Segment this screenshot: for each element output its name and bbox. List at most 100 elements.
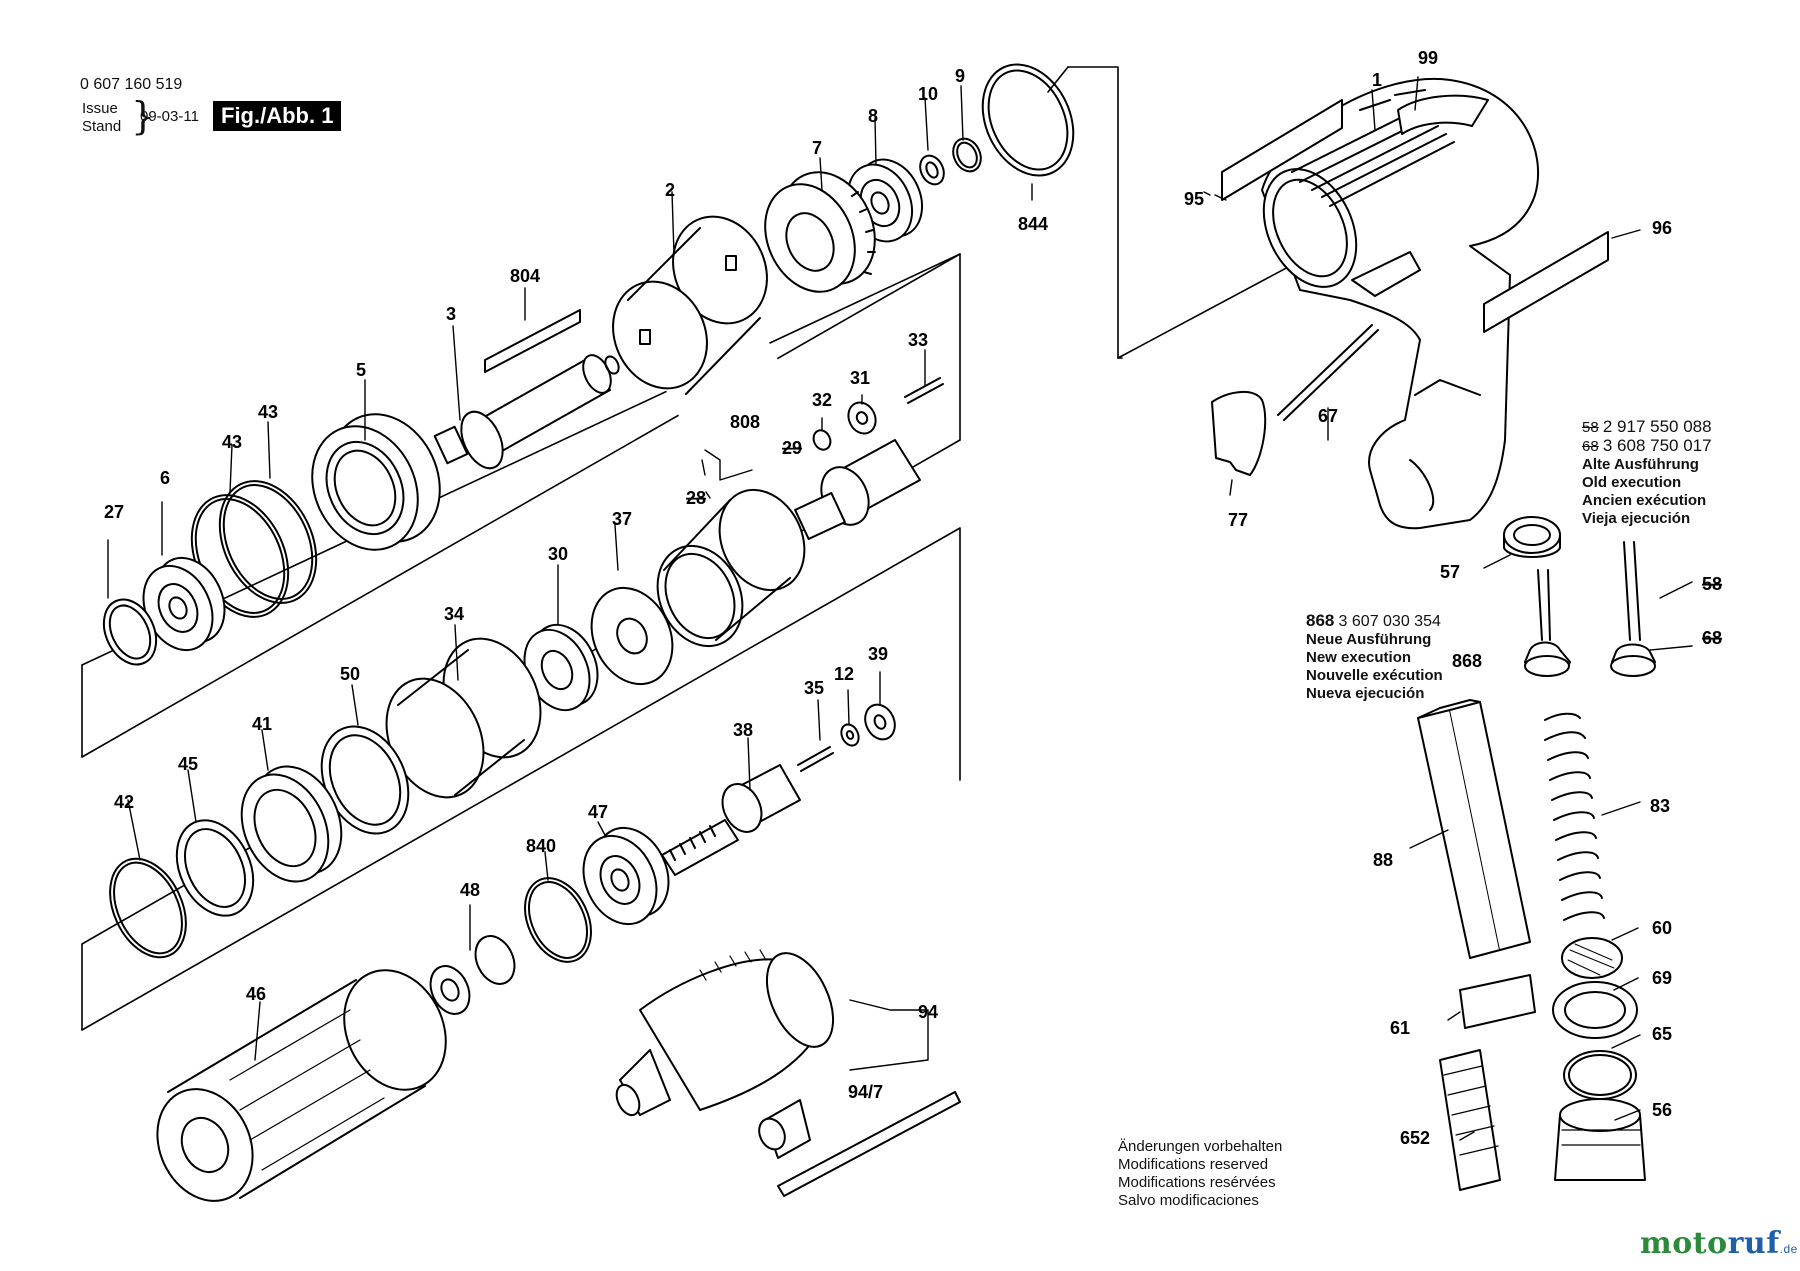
new-exec-en: New execution xyxy=(1306,649,1412,666)
seal-57 xyxy=(1503,516,1561,558)
modifications-note: Änderungen vorbehalten Modifications res… xyxy=(1118,1138,1282,1210)
planet-parts xyxy=(794,377,944,540)
part-label: 804 xyxy=(510,266,540,286)
part-label: 34 xyxy=(444,604,464,624)
old-exec-number-68: 3 608 750 017 xyxy=(1602,436,1712,455)
part-labels: 9919596677791088447280435434362733313280… xyxy=(104,48,1722,1148)
new-exec-ref: 868 xyxy=(1306,611,1335,630)
part-label: 43 xyxy=(222,432,242,452)
new-exec-number: 3 607 030 354 xyxy=(1338,613,1441,630)
rotor-3 xyxy=(433,354,620,470)
part-label: 58 xyxy=(1702,574,1722,594)
stand-label: Stand xyxy=(82,118,122,135)
washer-27 xyxy=(102,598,158,666)
o-ring-844 xyxy=(981,63,1075,177)
part-label: 41 xyxy=(252,714,272,734)
part-label: 48 xyxy=(460,880,480,900)
logo-part-1: moto xyxy=(1640,1226,1728,1261)
chuck-key-94-7 xyxy=(758,1091,961,1197)
document-number: 0 607 160 519 xyxy=(80,76,183,93)
block-61 xyxy=(1459,974,1536,1029)
old-exec-fr: Ancien exécution xyxy=(1582,492,1707,509)
washer-10 xyxy=(919,154,945,186)
part-label: 1 xyxy=(1372,70,1382,90)
o-ring-65 xyxy=(1563,1050,1637,1100)
o-ring-42 xyxy=(109,857,187,959)
part-label: 47 xyxy=(588,802,608,822)
washer-69 xyxy=(1552,981,1638,1039)
part-label: 67 xyxy=(1318,406,1338,426)
part-label: 45 xyxy=(178,754,198,774)
part-label: 42 xyxy=(114,792,134,812)
screen-60 xyxy=(1561,937,1623,979)
bearing-6 xyxy=(142,556,226,652)
ring-50 xyxy=(320,725,410,835)
part-label: 88 xyxy=(1373,850,1393,870)
part-label: 840 xyxy=(526,836,556,856)
part-label: 652 xyxy=(1400,1128,1430,1148)
part-label: 10 xyxy=(918,84,938,104)
part-label: 5 xyxy=(356,360,366,380)
part-label: 65 xyxy=(1652,1024,1672,1044)
old-execution-note: 58 2 917 550 088 68 3 608 750 017 Alte A… xyxy=(1582,418,1712,528)
logo-tld: .de xyxy=(1779,1242,1798,1256)
washer-37 xyxy=(590,586,674,686)
part-label: 96 xyxy=(1652,218,1672,238)
part-label: 69 xyxy=(1652,968,1672,988)
old-exec-de: Alte Ausführung xyxy=(1582,456,1699,473)
leader-lines xyxy=(107,76,1693,1141)
issue-stand-label: Issue Stand xyxy=(82,100,121,136)
part-label: 28 xyxy=(686,488,706,508)
part-label: 35 xyxy=(804,678,824,698)
old-exec-en: Old execution xyxy=(1582,474,1682,491)
part-label: 868 xyxy=(1452,651,1482,671)
housing xyxy=(1261,77,1540,530)
part-label: 3 xyxy=(446,304,456,324)
valve-old-58 xyxy=(1610,541,1656,677)
brace-glyph: } xyxy=(131,94,156,138)
spring-83 xyxy=(1544,712,1605,921)
logo-part-2: ruf xyxy=(1727,1226,1780,1261)
pin-67 xyxy=(1277,324,1379,421)
part-label: 27 xyxy=(104,502,124,522)
o-ring-840 xyxy=(524,877,592,963)
issue-date: 09-03-11 xyxy=(140,108,199,125)
cylinder-2 xyxy=(612,215,778,418)
ring-28 xyxy=(656,488,806,648)
modifications-fr: Modifications resérvées xyxy=(1118,1174,1276,1191)
new-exec-line: 868 3 607 030 354 xyxy=(1306,612,1443,631)
chuck-94 xyxy=(615,949,835,1117)
blade-804 xyxy=(484,309,581,373)
part-label: 7 xyxy=(812,138,822,158)
part-label: 9 xyxy=(955,66,965,86)
part-label: 94 xyxy=(918,1002,938,1022)
new-exec-de: Neue Ausführung xyxy=(1306,631,1432,648)
new-execution-note: 868 3 607 030 354 Neue Ausführung New ex… xyxy=(1306,612,1443,703)
modifications-es: Salvo modificaciones xyxy=(1118,1192,1259,1209)
part-label: 8 xyxy=(868,106,878,126)
part-label: 83 xyxy=(1650,796,1670,816)
sleeve-34 xyxy=(385,637,542,810)
old-exec-number-58: 2 917 550 088 xyxy=(1602,417,1712,436)
bearing-30 xyxy=(523,623,599,712)
part-label: 77 xyxy=(1228,510,1248,530)
plug-56 xyxy=(1554,1098,1646,1181)
ring-45 xyxy=(175,819,255,917)
o-rings-43 xyxy=(190,480,318,618)
part-label: 56 xyxy=(1652,1100,1672,1120)
modifications-en: Modifications reserved xyxy=(1118,1156,1269,1173)
part-label: 33 xyxy=(908,330,928,350)
silencer-88 xyxy=(1417,699,1531,959)
label-strips xyxy=(1221,94,1609,333)
spindle-parts xyxy=(661,703,896,876)
part-label: 32 xyxy=(812,390,832,410)
part-label: 2 xyxy=(665,180,675,200)
ring-gear-5 xyxy=(311,413,441,551)
part-label: 61 xyxy=(1390,1018,1410,1038)
circlip-9 xyxy=(952,137,982,173)
part-label: 99 xyxy=(1418,48,1438,68)
old-exec-line-1: 58 2 917 550 088 xyxy=(1582,418,1712,437)
bushing-48 xyxy=(429,935,516,1015)
